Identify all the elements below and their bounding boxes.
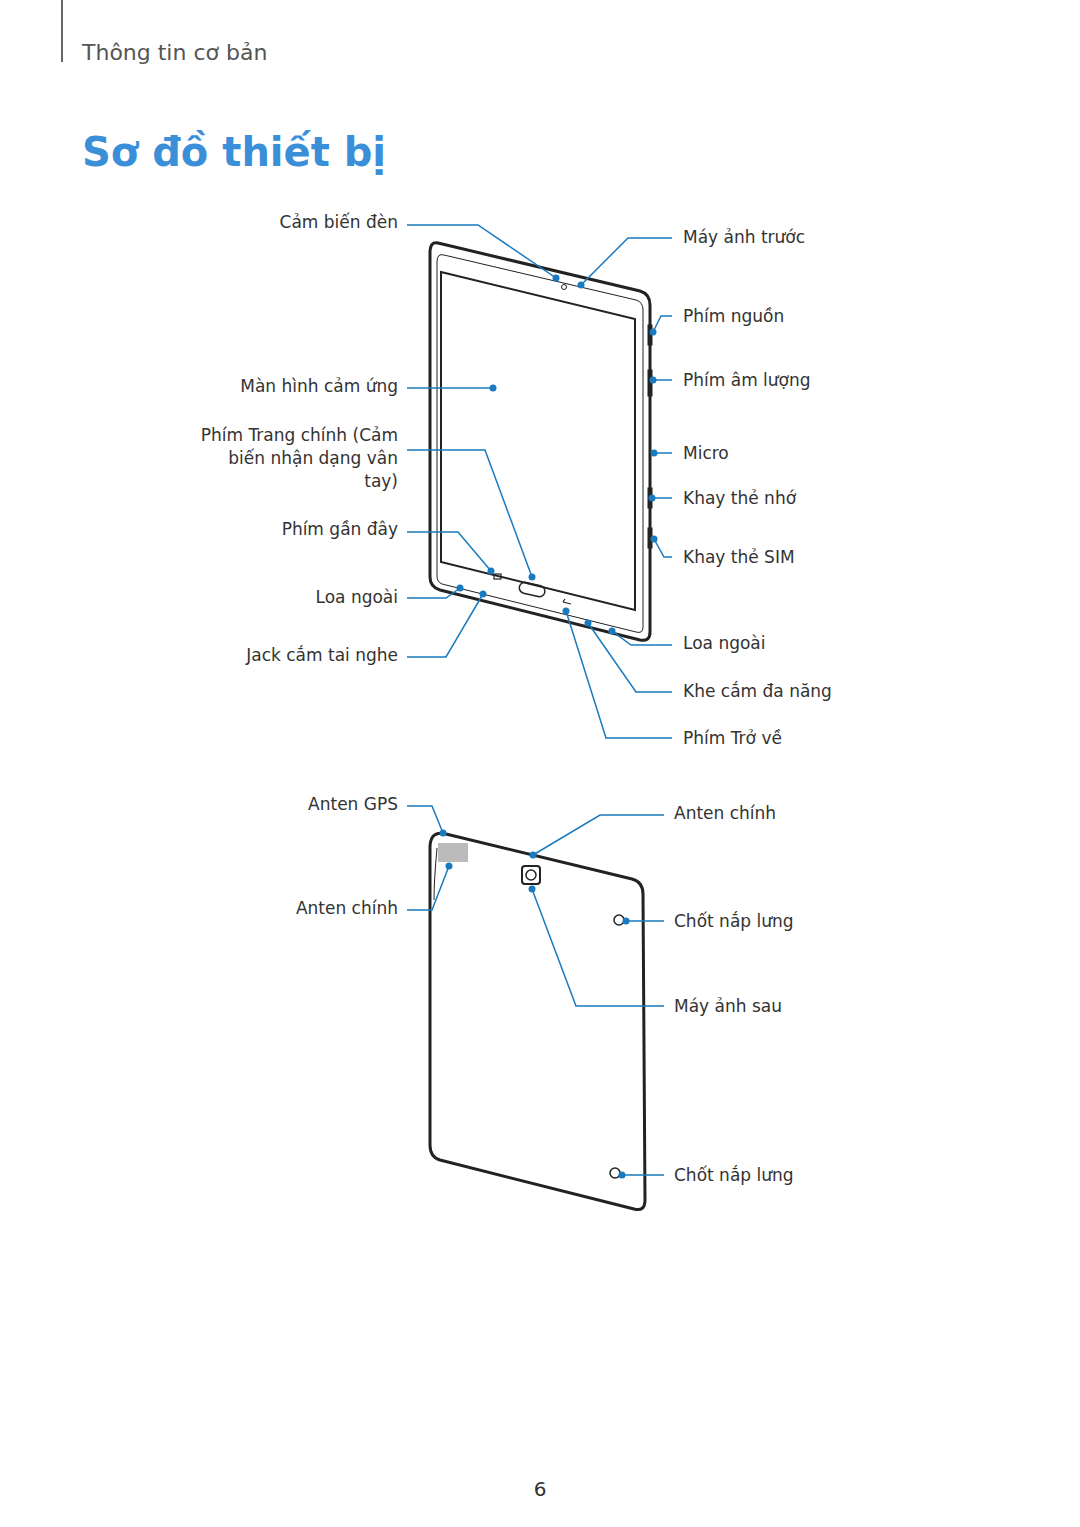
page-number: 6 <box>534 1476 547 1502</box>
tablet-back <box>430 833 645 1209</box>
part-label: Máy ảnh trước <box>683 226 805 248</box>
part-label: Cảm biến đèn <box>280 211 398 233</box>
part-label: Màn hình cảm ứng <box>240 375 398 397</box>
part-label: Chốt nắp lưng <box>674 1164 794 1186</box>
tablet-front <box>430 243 652 641</box>
part-label: Anten chính <box>674 802 776 824</box>
section-header: Thông tin cơ bản <box>82 39 267 67</box>
leader-dots <box>440 275 658 1179</box>
part-label: Phím âm lượng <box>683 369 811 391</box>
part-label: Chốt nắp lưng <box>674 910 794 932</box>
part-label: Phím Trang chính (Cảm biến nhận dạng vân… <box>198 424 398 493</box>
page-title: Sơ đồ thiết bị <box>82 128 386 176</box>
part-label: Phím gần đây <box>282 518 398 540</box>
header-rule <box>61 0 63 62</box>
part-label: Phím Trở về <box>683 727 782 749</box>
part-label: Khe cắm đa năng <box>683 680 832 702</box>
part-label: Micro <box>683 442 729 464</box>
part-label: Máy ảnh sau <box>674 995 782 1017</box>
part-label: Khay thẻ nhớ <box>683 487 796 509</box>
leader-lines <box>407 225 672 1175</box>
part-label: Loa ngoài <box>315 586 398 608</box>
part-label: Khay thẻ SIM <box>683 546 795 568</box>
part-label: Anten GPS <box>308 793 398 815</box>
part-label: Anten chính <box>296 897 398 919</box>
part-label: Loa ngoài <box>683 632 766 654</box>
part-label: Jack cắm tai nghe <box>246 644 398 666</box>
part-label: Phím nguồn <box>683 305 784 327</box>
